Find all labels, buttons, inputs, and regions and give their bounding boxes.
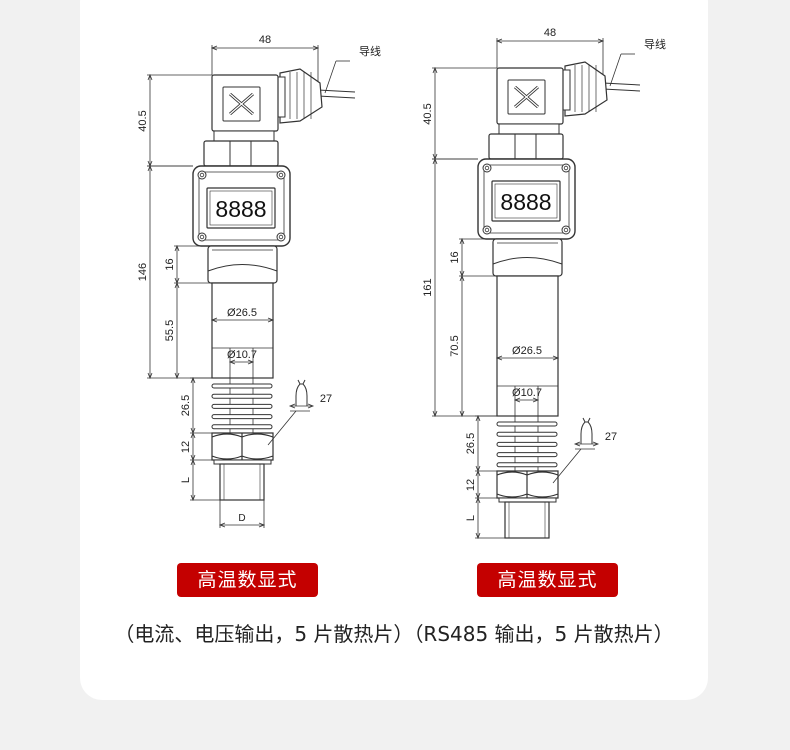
thread-dim-arrows xyxy=(190,458,196,502)
neck-curve xyxy=(492,257,563,265)
body-dim-arrows xyxy=(459,274,465,418)
cable-gland xyxy=(279,68,323,124)
hex-leader xyxy=(552,448,582,484)
screw-head xyxy=(199,234,205,240)
body-dia-dim-arrows xyxy=(210,317,275,323)
body-dim-arrows xyxy=(174,281,180,380)
wire-leader xyxy=(609,53,622,87)
hex-size-text: 27 xyxy=(320,393,332,405)
cooling-fin xyxy=(211,393,273,399)
inner-dia-text: Ø10.7 xyxy=(227,349,257,361)
caption-left: （电流、电压输出，5 片散热片） xyxy=(114,622,414,646)
cooling-fin xyxy=(496,431,558,437)
stem xyxy=(498,123,560,135)
width-dim-arrows xyxy=(210,45,320,51)
width-dim-arrows xyxy=(495,38,605,44)
display-screen xyxy=(209,190,273,226)
type-label-left: 高温数显式 xyxy=(177,563,318,597)
head-dim-text: 40.5 xyxy=(137,110,149,131)
thread-dia-text: D xyxy=(238,513,245,524)
cooling-fin xyxy=(211,424,273,430)
screw-head xyxy=(278,234,284,240)
screw-head xyxy=(278,172,284,178)
wire-label: 导线 xyxy=(644,37,666,51)
hex-dim-text: 12 xyxy=(465,479,477,491)
neck-dim-text: 16 xyxy=(164,258,176,270)
total-dim-text: 161 xyxy=(422,278,434,296)
width-dim-text: 48 xyxy=(259,34,271,46)
body-dim-text: 55.5 xyxy=(164,320,176,341)
screw-head xyxy=(484,165,490,171)
inner-dia-text: Ø10.7 xyxy=(512,387,542,399)
hex-size-text: 27 xyxy=(605,431,617,443)
fins-dim-text: 26.5 xyxy=(465,433,477,454)
wrench-icon xyxy=(580,417,593,444)
hex-size-dim-arrows xyxy=(288,403,315,409)
thread-collar xyxy=(213,459,272,465)
thread-dia-dim-arrows xyxy=(218,522,266,528)
type-label-right: 高温数显式 xyxy=(477,563,618,597)
nut xyxy=(203,140,279,167)
wire-label: 导线 xyxy=(359,44,381,58)
wrench-icon xyxy=(295,379,308,406)
body-dia-dim-arrows xyxy=(495,355,560,361)
hex-size-dim-arrows xyxy=(573,441,600,447)
screw-head xyxy=(563,165,569,171)
fins-dim-text: 26.5 xyxy=(180,395,192,416)
stem xyxy=(213,130,275,142)
cooling-fin xyxy=(211,383,273,389)
thread xyxy=(219,463,265,501)
cable-gland xyxy=(564,61,608,117)
total-dim-arrows xyxy=(147,164,153,380)
cable xyxy=(602,82,641,92)
cooling-fin xyxy=(496,441,558,447)
total-dim-arrows xyxy=(432,157,438,418)
total-dim-text: 146 xyxy=(137,263,149,281)
hex-dim-text: 12 xyxy=(180,441,192,453)
thread xyxy=(504,501,550,539)
screw-head xyxy=(199,172,205,178)
nut xyxy=(488,133,564,160)
cable xyxy=(317,89,356,99)
hex-leader xyxy=(267,410,297,446)
cooling-fin xyxy=(211,403,273,409)
display-screen xyxy=(494,183,558,219)
screw-head xyxy=(484,227,490,233)
x-mark-inner xyxy=(514,86,539,108)
caption: （电流、电压输出，5 片散热片）（RS485 输出，5 片散热片） xyxy=(80,618,708,647)
hex-nut xyxy=(211,432,274,461)
head-dim-text: 40.5 xyxy=(422,103,434,124)
cooling-fin xyxy=(496,421,558,427)
thread-dim-text: L xyxy=(465,515,477,521)
cooling-fin xyxy=(211,414,273,420)
body-dia-text: Ø26.5 xyxy=(512,345,542,357)
thread-dim-text: L xyxy=(180,477,192,483)
caption-right: （RS485 输出，5 片散热片） xyxy=(413,622,674,646)
width-dim-text: 48 xyxy=(544,27,556,39)
display-readout: 8888 xyxy=(500,189,551,215)
body-dim-text: 70.5 xyxy=(449,335,461,356)
cooling-fin xyxy=(496,452,558,458)
screw-head xyxy=(563,227,569,233)
body-dia-text: Ø26.5 xyxy=(227,307,257,319)
x-mark-inner xyxy=(229,93,254,115)
neck-dim-text: 16 xyxy=(449,251,461,263)
cooling-fin xyxy=(496,462,558,468)
thread-dim-arrows xyxy=(475,496,481,540)
body xyxy=(496,275,559,417)
thread-collar xyxy=(498,497,557,503)
neck-curve xyxy=(207,264,278,272)
display-readout: 8888 xyxy=(215,196,266,222)
body xyxy=(211,282,274,379)
hex-nut xyxy=(496,470,559,499)
wire-leader xyxy=(324,60,337,94)
